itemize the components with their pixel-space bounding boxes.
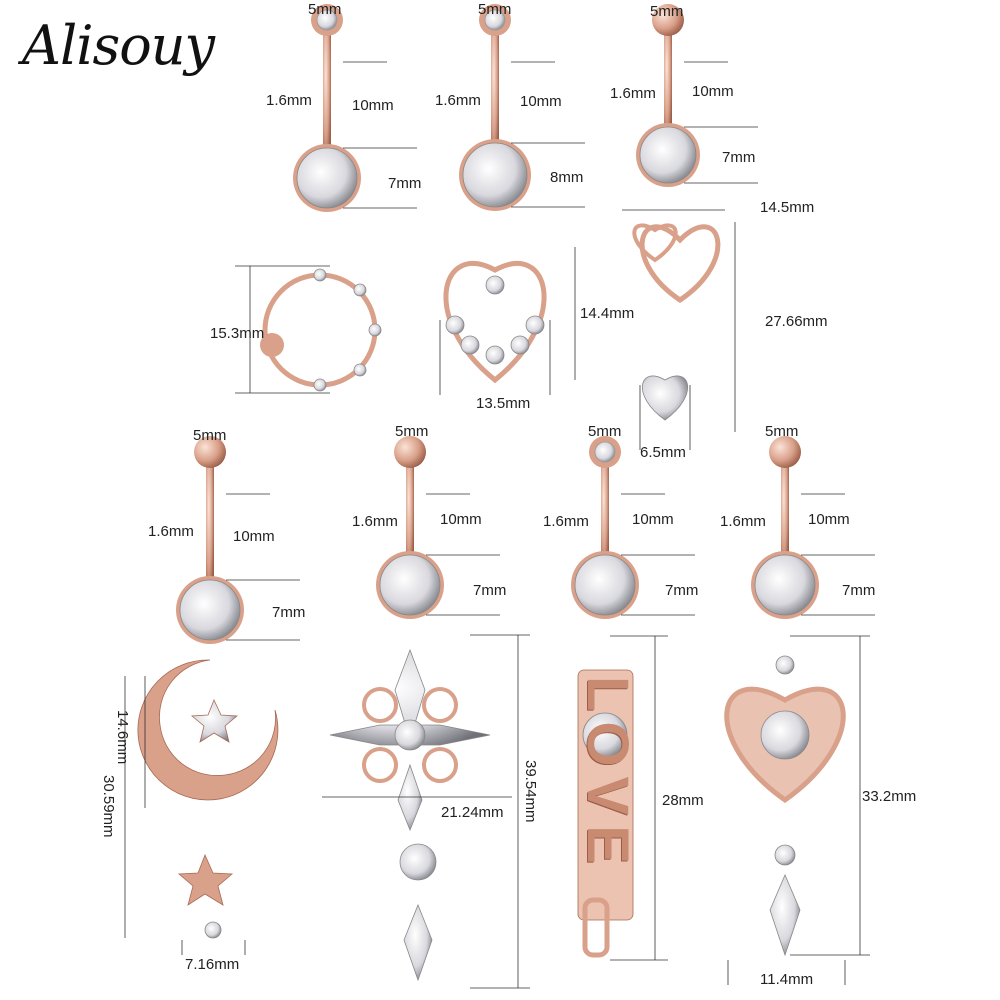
top-ball [652,4,684,36]
dim-label: 7mm [473,582,507,599]
dim-label: 10mm [808,511,850,528]
dim-label: 5mm [395,423,429,440]
dim-label: 14.5mm [760,199,815,216]
small-gem [368,323,382,337]
bar [491,26,499,163]
dim-label: 21.24mm [441,804,504,821]
bar [206,458,214,598]
main-gem [754,554,816,616]
small-gem [775,655,795,675]
dim-label: 1.6mm [352,513,398,530]
dim-label: 5mm [478,1,512,18]
moon-pendant [137,659,279,801]
dim-label: 39.54mm [522,760,539,823]
small-gem [510,335,530,355]
small-gem [525,315,545,335]
dim-label: 15.3mm [210,325,265,342]
filigree-loop [422,687,458,723]
heart-pendant-small [632,223,678,263]
dim-label: 5mm [193,427,227,444]
small-gem [460,335,480,355]
bar [406,458,414,573]
small-gem [353,283,367,297]
dim-label: 5mm [588,423,622,440]
dim-label: 10mm [692,83,734,100]
dim-label: 7mm [842,582,876,599]
bar [664,26,672,143]
dim-label: 33.2mm [862,788,917,805]
brand-logo: Alisouy [22,14,215,77]
small-gem [204,921,222,939]
dim-label: 30.59mm [100,775,117,838]
dim-label: 11.4mm [760,971,814,988]
top-crystal [594,441,616,463]
dim-label: 7mm [665,582,699,599]
filigree-loop [362,747,398,783]
star-drop [177,853,234,906]
dim-label: 1.6mm [148,523,194,540]
small-gem [445,315,465,335]
top-ball [769,436,801,468]
dim-label: 1.6mm [435,92,481,109]
main-gem [639,126,697,184]
bar [781,458,789,573]
dim-label: 14.6mm [114,710,131,765]
flower-charm [260,333,284,357]
dim-label: 28mm [662,792,704,809]
dim-label: 13.5mm [476,395,531,412]
small-gem [313,378,327,392]
heart-pendant-large [639,224,721,304]
dim-label: 14.4mm [580,305,635,322]
small-gem [774,844,796,866]
dim-label: 10mm [440,511,482,528]
dim-label: 7mm [722,149,756,166]
dim-label: 1.6mm [543,513,589,530]
filigree-loop [422,747,458,783]
dim-label: 5mm [650,3,684,20]
filigree-loop [362,687,398,723]
small-gem [399,843,437,881]
dim-label: 1.6mm [610,85,656,102]
dim-label: 7.16mm [185,956,240,973]
marquise-drop [403,903,433,982]
main-gem [462,142,528,208]
top-crystal [484,9,506,31]
top-crystal [316,9,338,31]
heart-gem [641,375,689,421]
dim-label: 8mm [550,169,584,186]
dim-label: 1.6mm [266,92,312,109]
dim-label: 10mm [352,97,394,114]
dim-label: 10mm [632,511,674,528]
top-ball [394,436,426,468]
marquise-drop [769,873,801,957]
dim-label: 27.66mm [765,313,828,330]
small-gem [485,275,505,295]
dim-label: 5mm [308,1,342,18]
small-gem [394,719,426,751]
dim-label: 7mm [388,175,422,192]
main-gem [574,554,636,616]
small-gem [353,363,367,377]
dim-label: 5mm [765,423,799,440]
small-gem [313,268,327,282]
dim-label: 10mm [520,93,562,110]
star-charm [190,698,239,743]
main-gem [379,554,441,616]
bar [601,458,609,573]
bar [323,26,331,166]
main-gem [296,147,358,209]
dim-label: 6.5mm [640,444,686,461]
small-gem [760,710,810,760]
cross-bottom-gem [397,763,423,832]
dim-label: 7mm [272,604,306,621]
main-gem [179,579,241,641]
love-lettering: LOVE [575,676,640,874]
top-ball [194,436,226,468]
small-gem [582,712,628,758]
clasp-charm [582,897,610,958]
dim-label: 1.6mm [720,513,766,530]
dim-label: 10mm [233,528,275,545]
small-gem [485,345,505,365]
